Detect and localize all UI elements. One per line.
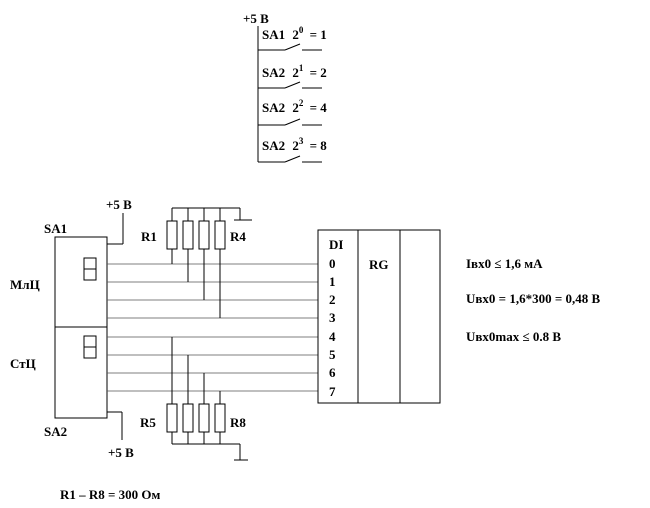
svg-text:SA1 20 = 1: SA1 20 = 1 [262,21,327,42]
register-pin: 0 [329,256,336,271]
resistor-r4 [214,220,226,250]
sa1-housing [54,236,108,328]
switch-legend: +5 В SA1 20 = 1 SA2 21 = 2 [243,11,327,163]
svg-text:SA2 21 = 2: SA2 21 = 2 [262,59,327,80]
legend-switch-contact [284,81,301,89]
resistor-r2 [182,220,194,250]
tens-digit-label: СтЦ [10,356,36,371]
resistor-r5 [166,403,178,433]
legend-row: SA2 23 = 8 [258,132,327,163]
register-pin: 6 [329,365,336,380]
legend-base: 2 [292,100,299,115]
r8-label: R8 [230,415,246,430]
legend-base: 2 [292,27,299,42]
register-pin: 4 [329,329,336,344]
legend-value: = 4 [310,100,328,115]
sa2-housing [54,326,108,419]
resistor-value-note: R1 – R8 = 300 Ом [60,487,161,502]
sa1-label: SA1 [44,221,67,236]
register-pin: 7 [329,384,336,399]
resistors-r1-r4: R1 R4 [141,207,252,318]
register-outline [317,229,441,404]
formulas: Iвх0 ≤ 1,6 мА Uвх0 = 1,6*300 = 0,48 В Uв… [466,256,600,344]
legend-switch-name: SA2 [262,138,285,153]
supply-top-label: +5 В [106,197,132,212]
legend-base: 2 [292,138,299,153]
resistor-r6 [182,403,194,433]
register-input-label: DI [329,237,343,252]
legend-row: SA2 21 = 2 [258,59,327,89]
register-name: RG [369,257,389,272]
svg-text:SA2 23 = 8: SA2 23 = 8 [262,132,327,153]
switch-block-tens: СтЦ SA2 +5 В [10,326,134,460]
legend-value: = 8 [310,138,328,153]
register-rg: DI RG 0 1 2 3 4 5 6 7 [317,229,441,404]
legend-exponent: 3 [299,136,304,146]
formula-current: Iвх0 ≤ 1,6 мА [466,256,543,271]
legend-exponent: 2 [299,98,304,108]
r5-label: R5 [140,415,156,430]
register-pin: 3 [329,310,336,325]
legend-switch-name: SA1 [262,27,285,42]
supply-bottom-label: +5 В [108,445,134,460]
switch-block-units: SA1 МлЦ +5 В [10,197,132,328]
units-digit-label: МлЦ [10,277,40,292]
resistors-r5-r8: R5 R8 [140,337,248,461]
legend-switch-name: SA2 [262,100,285,115]
legend-switch-contact [284,155,301,163]
register-pin: 1 [329,274,336,289]
legend-exponent: 0 [299,25,304,35]
legend-exponent: 1 [299,63,304,73]
register-pin: 2 [329,292,336,307]
r4-label: R4 [230,229,246,244]
legend-base: 2 [292,65,299,80]
legend-row: SA1 20 = 1 [258,21,327,51]
data-lines [107,263,318,392]
sa2-label: SA2 [44,424,67,439]
resistor-r1 [166,220,178,250]
legend-switch-contact [284,43,301,51]
formula-voltage: Uвх0 = 1,6*300 = 0,48 В [466,291,600,306]
legend-value: = 2 [310,65,327,80]
legend-supply-label: +5 В [243,11,269,26]
legend-row: SA2 22 = 4 [258,94,327,126]
legend-switch-name: SA2 [262,65,285,80]
resistor-r8 [214,403,226,433]
legend-value: = 1 [310,27,327,42]
legend-switch-contact [284,118,301,126]
resistor-r3 [198,220,210,250]
formula-voltage-max: Uвх0max ≤ 0.8 В [466,329,561,344]
r1-label: R1 [141,229,157,244]
register-pin: 5 [329,347,336,362]
resistor-r7 [198,403,210,433]
svg-text:SA2 22 = 4: SA2 22 = 4 [262,94,327,115]
